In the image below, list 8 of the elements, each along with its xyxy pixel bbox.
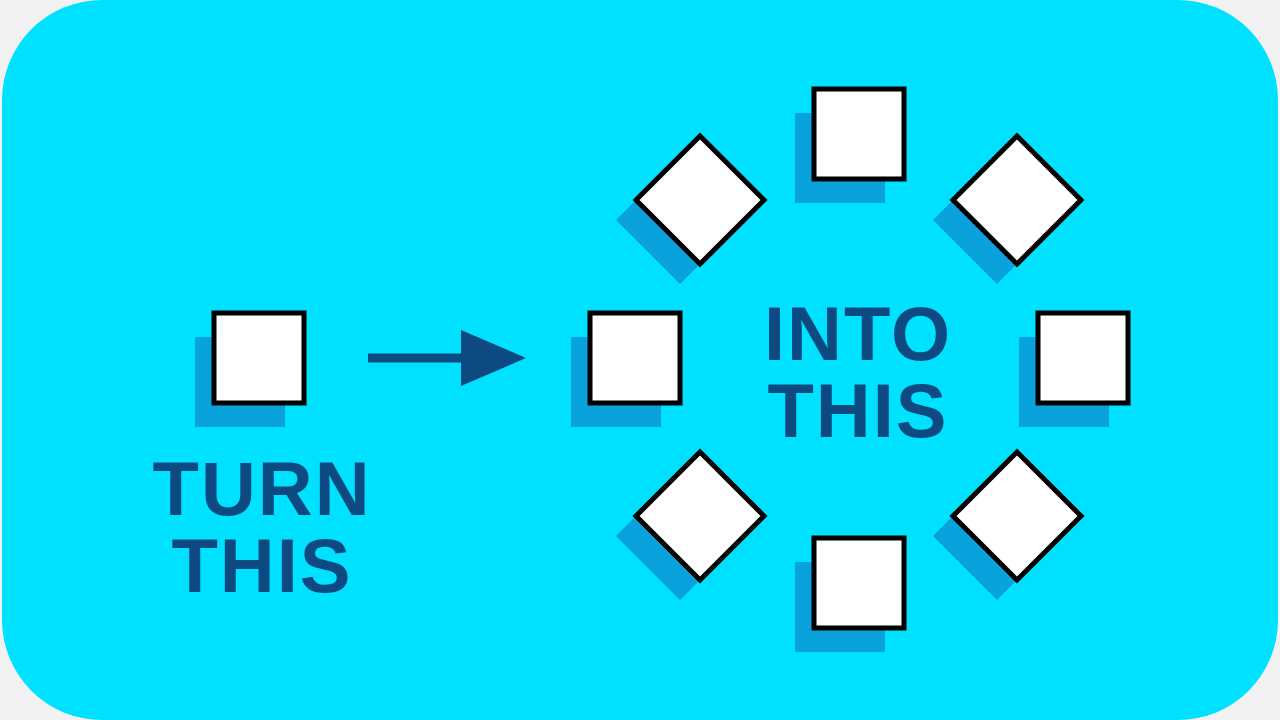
arrow: [368, 330, 526, 386]
square-tile: [792, 535, 907, 655]
square-tile: [1016, 310, 1131, 430]
square-tile: [568, 310, 683, 430]
heading-text: TURN THIS: [151, 450, 373, 604]
square-tile: [192, 310, 307, 430]
square-tile: [792, 86, 907, 206]
heading-text: INTO THIS: [762, 295, 954, 449]
